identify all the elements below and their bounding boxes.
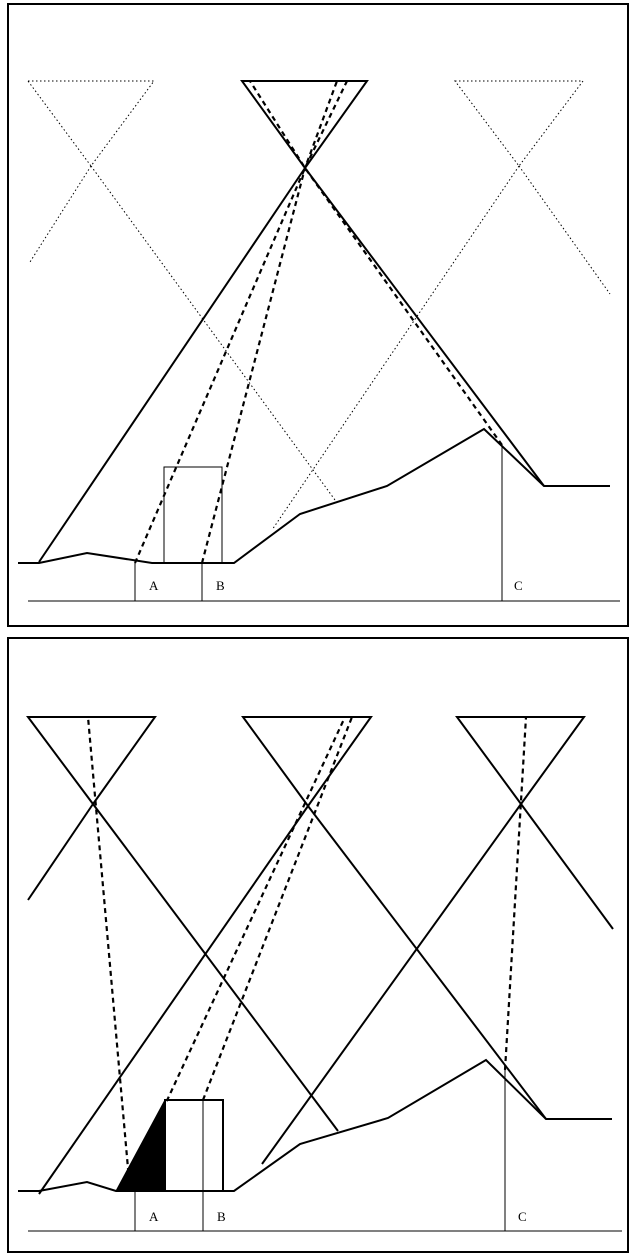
- top-active-cone: [38, 80, 545, 563]
- shadow-area: [115, 1099, 166, 1192]
- bottom-label-b: B: [217, 1209, 226, 1224]
- bottom-cones: [26, 716, 614, 1195]
- top-cone-triangle: [240, 80, 369, 170]
- right-cone-left-edge: [261, 803, 522, 1165]
- label-b: B: [216, 578, 225, 593]
- top-diagram: A B C: [7, 3, 629, 627]
- top-panel: A B C: [7, 3, 629, 627]
- center-cone-left-edge: [38, 805, 309, 1195]
- top-dotted-cones: [27, 80, 611, 531]
- ray-a-center: [124, 716, 346, 1192]
- ray-c: [503, 716, 528, 1071]
- top-terrain: [18, 427, 610, 564]
- right-cone-triangle: [455, 716, 586, 806]
- top-rays: [133, 80, 503, 564]
- top-building: [163, 466, 223, 564]
- bottom-building: [164, 1099, 224, 1192]
- center-cone-right-edge: [307, 805, 547, 1120]
- left-cone-left-edge: [27, 803, 94, 901]
- ray-b: [200, 80, 339, 564]
- right-dotted-cone: [453, 80, 585, 167]
- label-a: A: [149, 578, 159, 593]
- top-frame: [7, 3, 629, 627]
- bottom-terrain: [18, 1058, 612, 1192]
- bottom-rays: [86, 716, 528, 1192]
- bottom-label-a: A: [149, 1209, 159, 1224]
- right-dotted-line-1: [518, 165, 611, 295]
- bottom-frame: [7, 637, 629, 1253]
- center-cone-triangle: [241, 716, 373, 808]
- left-cone-triangle: [26, 716, 157, 806]
- right-cone-right-edge: [520, 803, 614, 930]
- bottom-panel: A B C: [0, 634, 629, 1254]
- left-cone-right-edge: [92, 803, 339, 1132]
- ray-a-left: [86, 716, 132, 1192]
- bottom-label-c: C: [518, 1209, 527, 1224]
- label-c: C: [514, 578, 523, 593]
- left-dotted-line-1: [29, 165, 92, 263]
- top-cone-left-edge: [38, 167, 306, 563]
- left-dotted-line-2: [90, 165, 336, 501]
- left-dotted-cone: [27, 80, 155, 167]
- bottom-diagram: A B C: [7, 637, 629, 1253]
- right-dotted-line-2: [271, 165, 520, 531]
- ray-b: [201, 716, 354, 1101]
- top-cone-right-edge: [304, 167, 545, 487]
- ray-c: [249, 80, 503, 446]
